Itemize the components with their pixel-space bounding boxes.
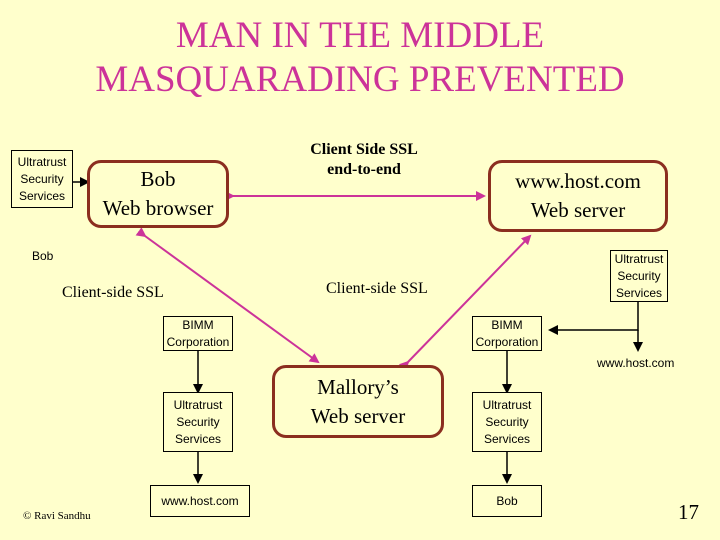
host-web-server-line-2: Web server [530, 198, 626, 222]
ultratrust-line-3: Services [483, 431, 530, 446]
ultratrust-line-1: Ultratrust [482, 397, 532, 412]
bob-right-bottom-text: Bob [496, 493, 518, 508]
bob-web-browser-line-1: Bob [140, 167, 176, 191]
arrow-mallory-to-host [398, 234, 532, 372]
title-line-1: MAN IN THE MIDDLE [175, 15, 545, 56]
client-side-ssl-line-2: end-to-end [327, 161, 401, 178]
title-line-2: MASQUARADING PREVENTED [95, 59, 625, 100]
ultratrust-line-1: Ultratrust [614, 251, 664, 266]
client-side-ssl-left-label: Client-side SSL [62, 284, 164, 301]
ultratrust-top-left-box: Ultratrust Security Services [11, 150, 73, 208]
ultratrust-line-3: Services [18, 188, 65, 203]
bimm-line-2: Corporation [166, 334, 230, 349]
ultratrust-line-3: Services [615, 285, 662, 300]
mallory-line-2: Web server [310, 403, 406, 428]
ultratrust-top-right-box: Ultratrust Security Services [610, 250, 668, 302]
client-side-ssl-right-label: Client-side SSL [326, 280, 428, 297]
ultratrust-line-2: Security [617, 268, 661, 283]
ultratrust-line-1: Ultratrust [173, 397, 223, 412]
ultratrust-line-2: Security [20, 171, 64, 186]
mallory-web-server-box: Mallory’s Web server [272, 365, 444, 438]
ultratrust-line-2: Security [485, 414, 529, 429]
bimm-left-box: BIMM Corporation [163, 316, 233, 351]
arrow-ultratrust-to-bimm-right [548, 301, 639, 335]
bimm-right-box: BIMM Corporation [472, 316, 542, 351]
ultratrust-mid-left-box: Ultratrust Security Services [163, 392, 233, 452]
bob-right-bottom-box: Bob [472, 485, 542, 517]
bob-left-label: Bob [32, 249, 54, 263]
page-number: 17 [678, 500, 699, 524]
copyright-footer: © Ravi Sandhu [23, 510, 91, 522]
bob-web-browser-box: Bob Web browser [87, 160, 229, 228]
client-side-ssl-end-to-end-label: Client Side SSL end-to-end [276, 140, 452, 180]
arrow-bob-to-mallory [135, 227, 320, 364]
client-side-ssl-line-1: Client Side SSL [310, 141, 418, 158]
bimm-line-2: Corporation [475, 334, 539, 349]
bob-web-browser-line-2: Web browser [102, 196, 214, 220]
host-left-bottom-text: www.host.com [161, 493, 239, 508]
host-web-server-box: www.host.com Web server [488, 160, 668, 232]
mallory-line-1: Mallory’s [317, 374, 399, 399]
ultratrust-mid-right-box: Ultratrust Security Services [472, 392, 542, 452]
host-right-label: www.host.com [597, 356, 675, 370]
ultratrust-line-1: Ultratrust [17, 154, 67, 169]
host-web-server-line-1: www.host.com [515, 169, 641, 193]
ultratrust-line-3: Services [174, 431, 221, 446]
bimm-line-1: BIMM [491, 317, 523, 332]
host-left-bottom-box: www.host.com [150, 485, 250, 517]
ultratrust-line-2: Security [176, 414, 220, 429]
bimm-line-1: BIMM [182, 317, 214, 332]
